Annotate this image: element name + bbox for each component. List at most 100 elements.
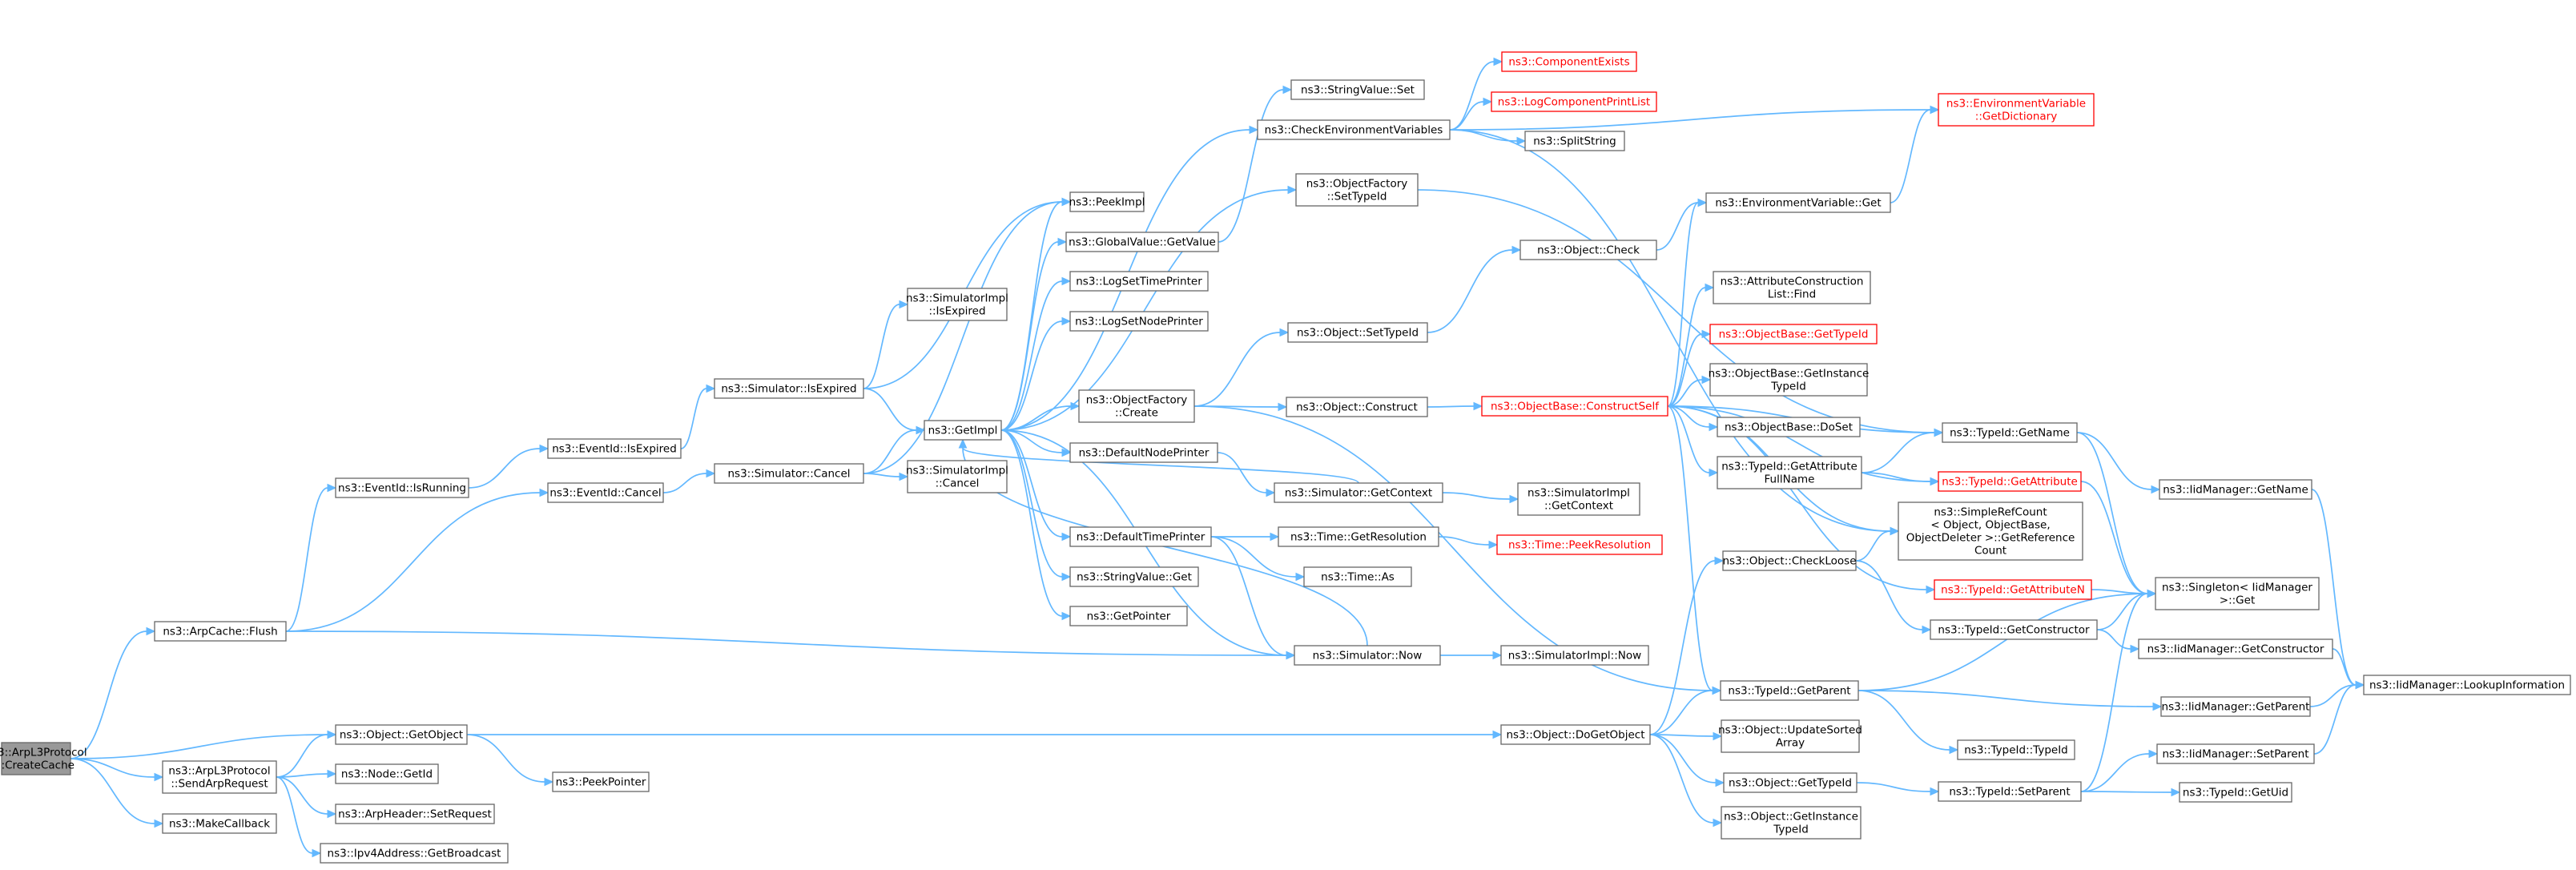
- node-implnow[interactable]: ns3::SimulatorImpl::Now: [1500, 645, 1649, 666]
- arrowhead-obconstructself-to-obdoset: [1709, 422, 1719, 432]
- node-objcheckloose[interactable]: ns3::Object::CheckLoose: [1722, 550, 1857, 571]
- node-simplerefcount[interactable]: ns3::SimpleRefCount< Object, ObjectBase,…: [1898, 501, 2083, 561]
- node-envgetdict[interactable]: ns3::EnvironmentVariable::GetDictionary: [1938, 93, 2095, 127]
- node-iidgetctor[interactable]: ns3::IidManager::GetConstructor: [2138, 638, 2333, 659]
- edge-obconstructself-to-tidgetattrfull: [1667, 405, 1710, 473]
- edge-eidexpired-to-simisexpired: [680, 388, 707, 449]
- node-timeas[interactable]: ns3::Time::As: [1303, 566, 1412, 587]
- node-timegetres[interactable]: ns3::Time::GetResolution: [1278, 526, 1439, 547]
- node-box: [1294, 645, 1441, 666]
- node-getpointer[interactable]: ns3::GetPointer: [1069, 606, 1188, 626]
- node-svset[interactable]: ns3::StringValue::Set: [1290, 79, 1425, 100]
- node-isrunning[interactable]: ns3::EventId::IsRunning: [335, 477, 469, 498]
- edge-getimpl-to-gvgetvalue: [1000, 241, 1059, 431]
- node-tidgetctor[interactable]: ns3::TypeId::GetConstructor: [1930, 619, 2098, 640]
- node-implcancel[interactable]: ns3::SimulatorImpl::Cancel: [906, 460, 1008, 493]
- edge-obconstructself-to-acfind: [1667, 287, 1706, 407]
- node-iidgetparent[interactable]: ns3::IidManager::GetParent: [2160, 696, 2311, 717]
- node-tidsetparent[interactable]: ns3::TypeId::SetParent: [1938, 781, 2082, 802]
- node-box: [320, 843, 509, 864]
- node-iidsetparent[interactable]: ns3::IidManager::SetParent: [2156, 743, 2315, 764]
- arrowhead-obconstructself-to-envget: [1697, 198, 1708, 207]
- node-ofsettypeid[interactable]: ns3::ObjectFactory::SetTypeId: [1295, 173, 1419, 207]
- node-tidgetparent[interactable]: ns3::TypeId::GetParent: [1720, 680, 1859, 701]
- node-peekimpl[interactable]: ns3::PeekImpl: [1069, 191, 1145, 212]
- node-iidgetname[interactable]: ns3::IidManager::GetName: [2159, 479, 2312, 500]
- node-eidexpired[interactable]: ns3::EventId::IsExpired: [547, 438, 682, 459]
- node-box: [1069, 606, 1188, 626]
- node-label: ns3::Object::UpdateSorted: [1718, 724, 1862, 737]
- edge-root-to-flush: [70, 630, 147, 759]
- node-obconstructself[interactable]: ns3::ObjectBase::ConstructSelf: [1481, 396, 1668, 417]
- node-getimpl[interactable]: ns3::GetImpl: [924, 420, 1002, 441]
- node-tidgetname[interactable]: ns3::TypeId::GetName: [1942, 422, 2078, 443]
- node-tidgetuid[interactable]: ns3::TypeId::GetUid: [2179, 782, 2292, 803]
- node-obdoset[interactable]: ns3::ObjectBase::DoSet: [1717, 417, 1861, 437]
- edge-sendarp-to-arpsetreq: [276, 776, 328, 815]
- edge-root-to-sendarp: [70, 758, 155, 778]
- node-splitstring[interactable]: ns3::SplitString: [1524, 131, 1625, 151]
- arrowhead-dogetobject-to-objcheckloose: [1714, 556, 1725, 566]
- node-flush[interactable]: ns3::ArpCache::Flush: [154, 621, 287, 642]
- node-ofcreate[interactable]: ns3::ObjectFactory::Create: [1078, 389, 1195, 423]
- node-ipv4bcast[interactable]: ns3::Ipv4Address::GetBroadcast: [320, 843, 509, 864]
- node-objcheck[interactable]: ns3::Object::Check: [1519, 240, 1657, 260]
- edge-getimpl-to-svget: [1000, 429, 1063, 578]
- node-objsettypeid[interactable]: ns3::Object::SetTypeId: [1287, 322, 1428, 343]
- node-compexists[interactable]: ns3::ComponentExists: [1501, 51, 1637, 72]
- edge-defnode-to-simgetctx: [1217, 452, 1267, 493]
- node-envget[interactable]: ns3::EnvironmentVariable::Get: [1705, 192, 1891, 213]
- node-nodegetid[interactable]: ns3::Node::GetId: [335, 763, 439, 784]
- node-timepeekres[interactable]: ns3::Time::PeekResolution: [1496, 534, 1663, 555]
- node-checkenv[interactable]: ns3::CheckEnvironmentVariables: [1257, 119, 1451, 140]
- arrowhead-getimpl-to-lognode: [1061, 316, 1072, 326]
- node-label: ::Cancel: [936, 477, 980, 490]
- node-logcomplist[interactable]: ns3::LogComponentPrintList: [1491, 91, 1657, 112]
- node-makecb[interactable]: ns3::MakeCallback: [162, 813, 277, 834]
- node-box: [162, 813, 277, 834]
- node-eidcancel[interactable]: ns3::EventId::Cancel: [547, 482, 664, 503]
- node-objgettypeid[interactable]: ns3::Object::GetTypeId: [1723, 772, 1858, 793]
- edge-obconstructself-to-envget: [1667, 202, 1699, 407]
- edge-objcheck-to-envget: [1656, 202, 1699, 251]
- node-root[interactable]: ns3::ArpL3Protocol::CreateCache: [0, 742, 87, 775]
- node-sendarp[interactable]: ns3::ArpL3Protocol::SendArpRequest: [162, 760, 277, 794]
- node-singletonget[interactable]: ns3::Singleton< IidManager>::Get: [2155, 577, 2320, 610]
- node-deftime[interactable]: ns3::DefaultTimePrinter: [1069, 526, 1212, 547]
- node-iidlookup[interactable]: ns3::IidManager::LookupInformation: [2363, 675, 2571, 695]
- node-getobject[interactable]: ns3::Object::GetObject: [335, 724, 468, 745]
- node-logtime[interactable]: ns3::LogSetTimePrinter: [1069, 271, 1209, 292]
- node-box: [1709, 363, 1868, 397]
- node-tidgetattrn[interactable]: ns3::TypeId::GetAttributeN: [1934, 579, 2092, 600]
- arrowhead-eidcancel-to-simcancel: [706, 469, 716, 478]
- node-gvgetvalue[interactable]: ns3::GlobalValue::GetValue: [1065, 232, 1219, 252]
- node-label: ns3::StringValue::Get: [1077, 571, 1192, 584]
- node-tidtypeid[interactable]: ns3::TypeId::TypeId: [1957, 739, 2075, 760]
- arrowhead-getimpl-to-checkenv: [1249, 125, 1259, 135]
- edge-eidcancel-to-simcancel: [662, 473, 707, 493]
- node-defnode[interactable]: ns3::DefaultNodePrinter: [1069, 442, 1218, 463]
- node-simcancel[interactable]: ns3::Simulator::Cancel: [714, 463, 864, 484]
- arrowhead-sendarp-to-arpsetreq: [327, 809, 337, 819]
- edge-simisexpired-to-implisexpired: [863, 304, 900, 389]
- node-simisexpired[interactable]: ns3::Simulator::IsExpired: [714, 378, 864, 399]
- node-implisexpired[interactable]: ns3::SimulatorImpl::IsExpired: [906, 288, 1008, 321]
- node-lognode[interactable]: ns3::LogSetNodePrinter: [1069, 311, 1209, 332]
- node-peekpointer[interactable]: ns3::PeekPointer: [552, 771, 650, 792]
- node-simnow[interactable]: ns3::Simulator::Now: [1294, 645, 1441, 666]
- arrowhead-getimpl-to-peekimpl: [1061, 197, 1072, 207]
- edge-deftime-to-timeas: [1210, 536, 1297, 578]
- node-obgettypeid[interactable]: ns3::ObjectBase::GetTypeId: [1709, 324, 1878, 344]
- node-svget[interactable]: ns3::StringValue::Get: [1069, 566, 1199, 587]
- node-tidgetattr[interactable]: ns3::TypeId::GetAttribute: [1938, 471, 2082, 492]
- node-objconstruct[interactable]: ns3::Object::Construct: [1286, 397, 1428, 417]
- node-dogetobject[interactable]: ns3::Object::DoGetObject: [1500, 724, 1651, 745]
- node-implgetctx[interactable]: ns3::SimulatorImpl::GetContext: [1517, 482, 1640, 516]
- node-simgetctx[interactable]: ns3::Simulator::GetContext: [1274, 482, 1443, 503]
- node-arpsetreq[interactable]: ns3::ArpHeader::SetRequest: [335, 804, 495, 824]
